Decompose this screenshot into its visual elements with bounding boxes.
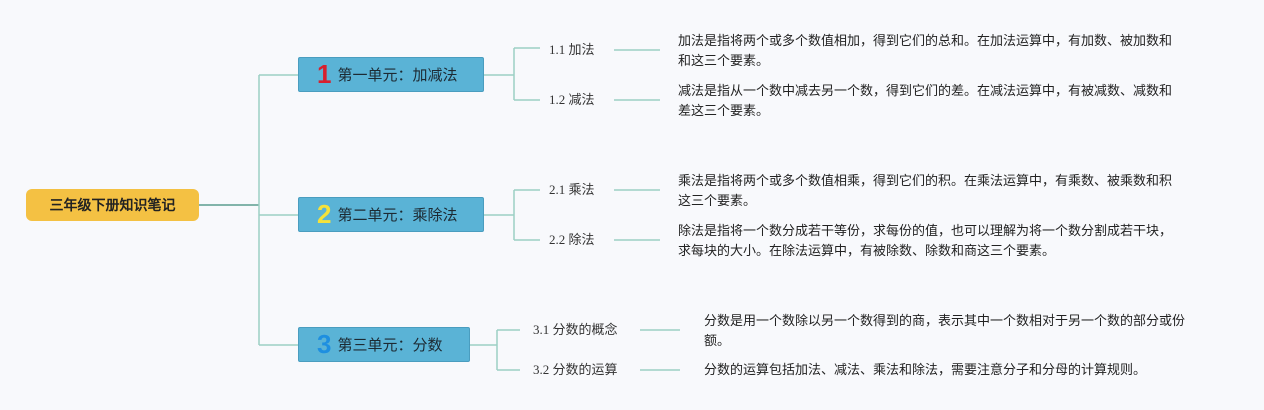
root-node[interactable]: 三年级下册知识笔记 [26,189,199,221]
unit-node-1[interactable]: 1 第一单元：加减法 [298,57,484,92]
unit-node-2[interactable]: 2 第二单元：乘除法 [298,197,484,232]
unit-title: 第二单元：乘除法 [337,206,458,224]
topic-description[interactable]: 减法是指从一个数中减去另一个数，得到它们的差。在减法运算中，有被减数、减数和差这… [678,84,1173,119]
number-1-icon: 1 [317,59,332,89]
topic-node[interactable]: 2.1 乘法 [549,182,595,197]
topic-description[interactable]: 除法是指将一个数分成若干等份，求每份的值，也可以理解为将一个数分割成若干块，求每… [678,224,1173,259]
number-3-icon: 3 [317,329,332,359]
topic-description[interactable]: 分数是用一个数除以另一个数得到的商，表示其中一个数相对于另一个数的部分或份额。 [704,314,1186,349]
unit-title: 第三单元：分数 [337,336,443,354]
root-title: 三年级下册知识笔记 [49,198,176,214]
topic-node[interactable]: 3.1 分数的概念 [533,322,618,337]
unit-node-3[interactable]: 3 第三单元：分数 [298,327,470,362]
topic-description[interactable]: 加法是指将两个或多个数值相加，得到它们的总和。在加法运算中，有加数、被加数和和这… [678,34,1173,69]
topic-node[interactable]: 2.2 除法 [549,232,595,247]
unit-title: 第一单元：加减法 [337,66,458,84]
topic-description[interactable]: 乘法是指将两个或多个数值相乘，得到它们的积。在乘法运算中，有乘数、被乘数和积这三… [678,174,1173,209]
topic-node[interactable]: 1.1 加法 [549,42,595,57]
topic-node[interactable]: 3.2 分数的运算 [533,362,618,377]
number-2-icon: 2 [317,199,332,229]
topic-node[interactable]: 1.2 减法 [549,92,595,107]
topic-description[interactable]: 分数的运算包括加法、减法、乘法和除法，需要注意分子和分母的计算规则。 [704,363,1147,378]
